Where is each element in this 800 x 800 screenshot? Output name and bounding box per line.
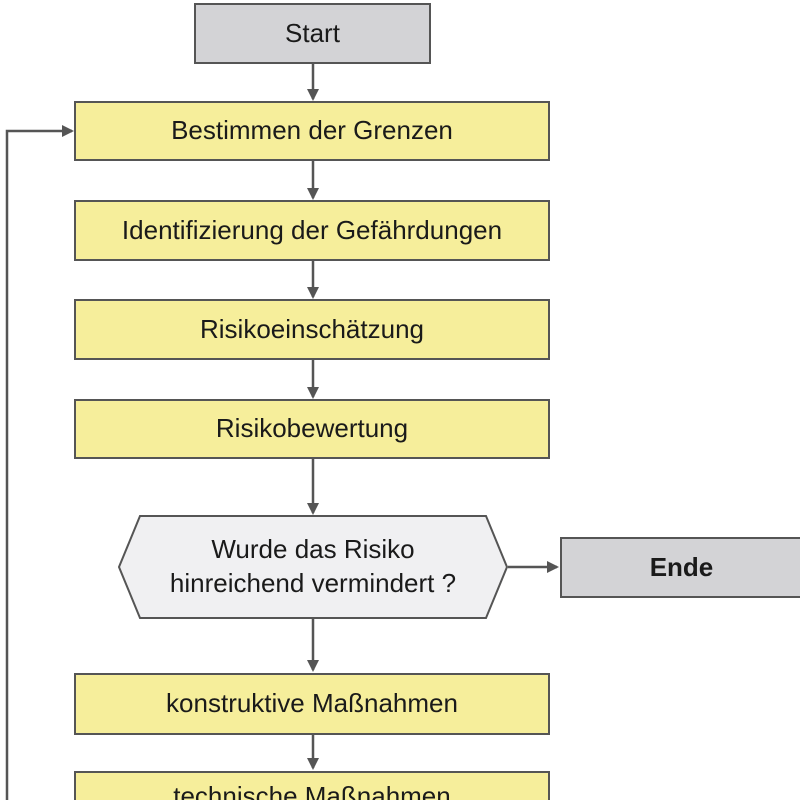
decision-shape (118, 515, 508, 619)
risikoeinschaetzung-label: Risikoeinschätzung (199, 313, 424, 344)
start-label: Start (285, 17, 340, 48)
identifizierung-node: Identifizierung der Gefährdungen (74, 200, 550, 261)
bestimmen-der-grenzen-label: Bestimmen der Grenzen (171, 115, 453, 146)
decision-text: Wurde das Risiko hinreichend vermindert … (170, 533, 456, 601)
konstruktive-massnahmen-label: konstruktive Maßnahmen (166, 688, 458, 719)
konstruktive-massnahmen-node: konstruktive Maßnahmen (74, 673, 550, 735)
decision-line-1: Wurde das Risiko (211, 534, 415, 565)
technische-massnahmen-node: technische Maßnahmen (74, 771, 550, 800)
ende-node: Ende (560, 537, 800, 598)
decision-node: Wurde das Risiko hinreichend vermindert … (118, 515, 508, 619)
risikoeinschaetzung-node: Risikoeinschätzung (74, 299, 550, 360)
start-node: Start (194, 3, 431, 64)
risikobewertung-label: Risikobewertung (215, 413, 409, 444)
ende-label: Ende (649, 551, 714, 582)
decision-line-2: hinreichend vermindert ? (169, 568, 457, 598)
risikobewertung-node: Risikobewertung (74, 399, 550, 459)
bestimmen-der-grenzen-node: Bestimmen der Grenzen (74, 101, 550, 161)
feedback-loop-arrow (5, 125, 74, 800)
identifizierung-label: Identifizierung der Gefährdungen (121, 214, 503, 245)
technische-massnahmen-label: technische Maßnahmen (173, 781, 451, 800)
